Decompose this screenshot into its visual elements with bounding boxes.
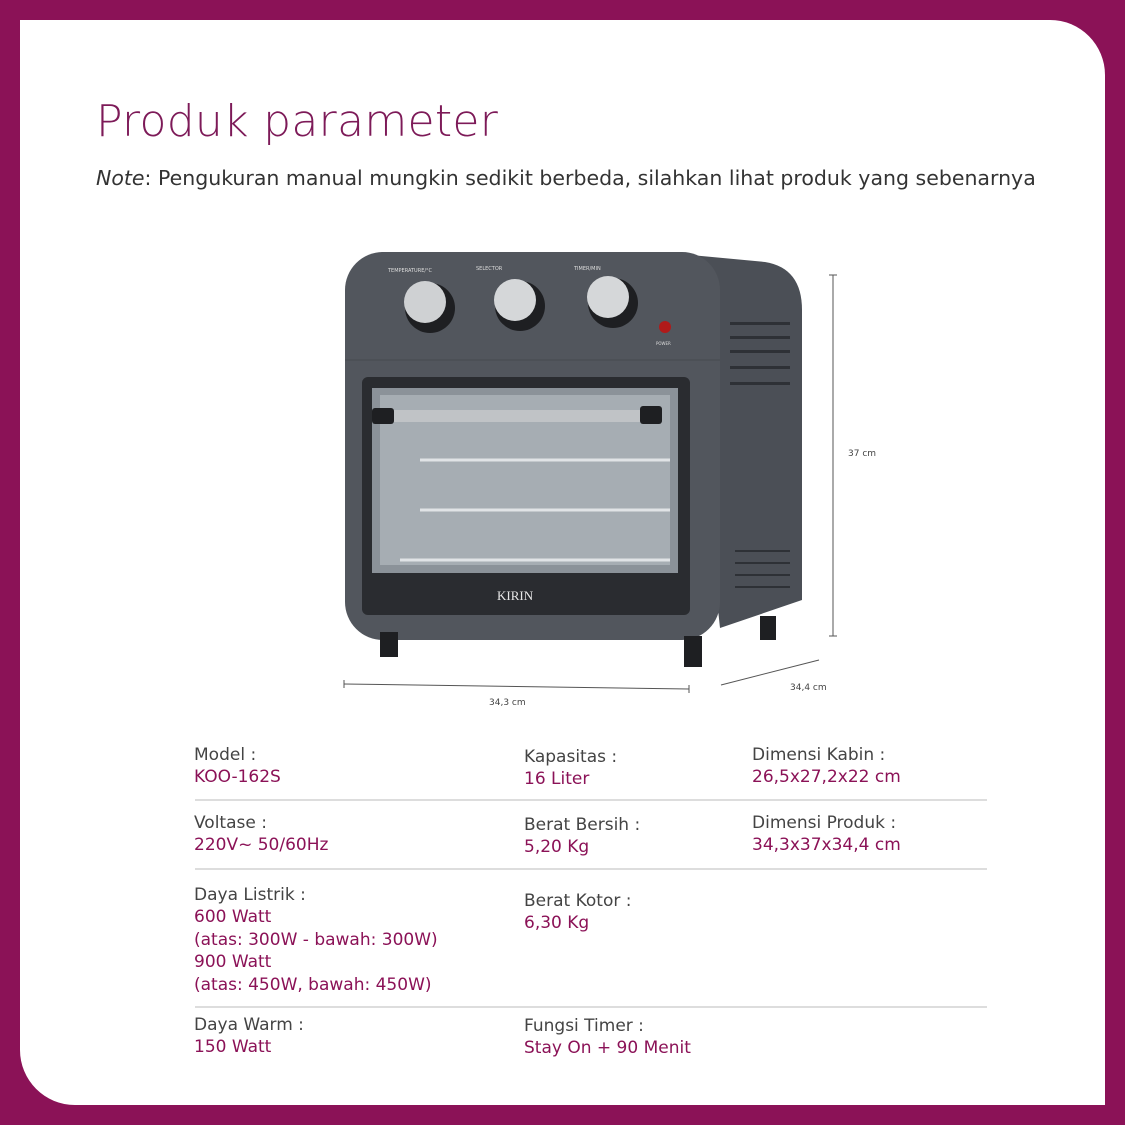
spec-value: 5,20 Kg (524, 837, 590, 857)
spec-value: 150 Watt (194, 1037, 272, 1057)
spec-product-dimension: Dimensi Produk :34,3x37x34,4 cm (752, 812, 901, 857)
spec-net-weight: Berat Bersih :5,20 Kg (524, 814, 640, 859)
spec-label: Daya Warm : (194, 1015, 304, 1035)
spec-label: Voltase : (194, 813, 267, 833)
power-label: POWER (656, 341, 671, 346)
selector-label: SELECTOR (476, 266, 503, 272)
spec-value: Stay On + 90 Menit (524, 1038, 691, 1058)
divider (195, 799, 987, 801)
spec-label: Berat Bersih : (524, 815, 641, 835)
spec-value: 600 Watt (194, 907, 272, 927)
spec-value: KOO-162S (194, 767, 281, 787)
spec-label: Kapasitas : (524, 747, 618, 767)
spec-value: 16 Liter (524, 769, 590, 789)
spec-value: (atas: 450W, bawah: 450W) (194, 974, 432, 995)
temperature-label: TEMPERATURE/°C (387, 268, 433, 274)
spec-warm-power: Daya Warm :150 Watt (194, 1014, 304, 1059)
spec-gross-weight: Berat Kotor :6,30 Kg (524, 890, 632, 935)
spec-value: 26,5x27,2x22 cm (752, 767, 901, 787)
note-text: : Pengukuran manual mungkin sedikit berb… (144, 166, 1036, 190)
divider (195, 1006, 987, 1008)
spec-label: Berat Kotor : (524, 891, 632, 911)
spec-value: 34,3x37x34,4 cm (752, 835, 901, 855)
spec-label: Fungsi Timer : (524, 1016, 644, 1036)
width-dimension: 34,3 cm (489, 698, 526, 708)
timer-label: TIMER/MIN (573, 266, 601, 272)
brand-logo: KIRIN (497, 588, 534, 603)
spec-capacity: Kapasitas :16 Liter (524, 746, 617, 791)
spec-power: Daya Listrik : 600 Watt (atas: 300W - ba… (194, 884, 438, 996)
depth-dimension: 34,4 cm (790, 683, 827, 693)
spec-model: Model :KOO-162S (194, 744, 281, 789)
spec-label: Dimensi Produk : (752, 813, 897, 833)
page-title: Produk parameter (96, 96, 499, 147)
note-label: Note (96, 166, 145, 190)
spec-label: Dimensi Kabin : (752, 745, 886, 765)
note: Note: Pengukuran manual mungkin sedikit … (96, 166, 1036, 190)
oven-product-image: TEMPERATURE/°C SELECTOR TIMER/MIN POWER … (343, 252, 837, 693)
spec-value: (atas: 300W - bawah: 300W) (194, 929, 438, 950)
spec-timer: Fungsi Timer :Stay On + 90 Menit (524, 1015, 691, 1060)
spec-cabin-dimension: Dimensi Kabin :26,5x27,2x22 cm (752, 744, 901, 789)
spec-label: Daya Listrik : (194, 885, 306, 905)
spec-value: 220V~ 50/60Hz (194, 835, 329, 855)
divider (195, 868, 987, 870)
spec-label: Model : (194, 745, 257, 765)
spec-value: 6,30 Kg (524, 913, 590, 933)
spec-value: 900 Watt (194, 952, 272, 972)
spec-voltage: Voltase :220V~ 50/60Hz (194, 812, 328, 857)
height-dimension: 37 cm (848, 449, 877, 459)
